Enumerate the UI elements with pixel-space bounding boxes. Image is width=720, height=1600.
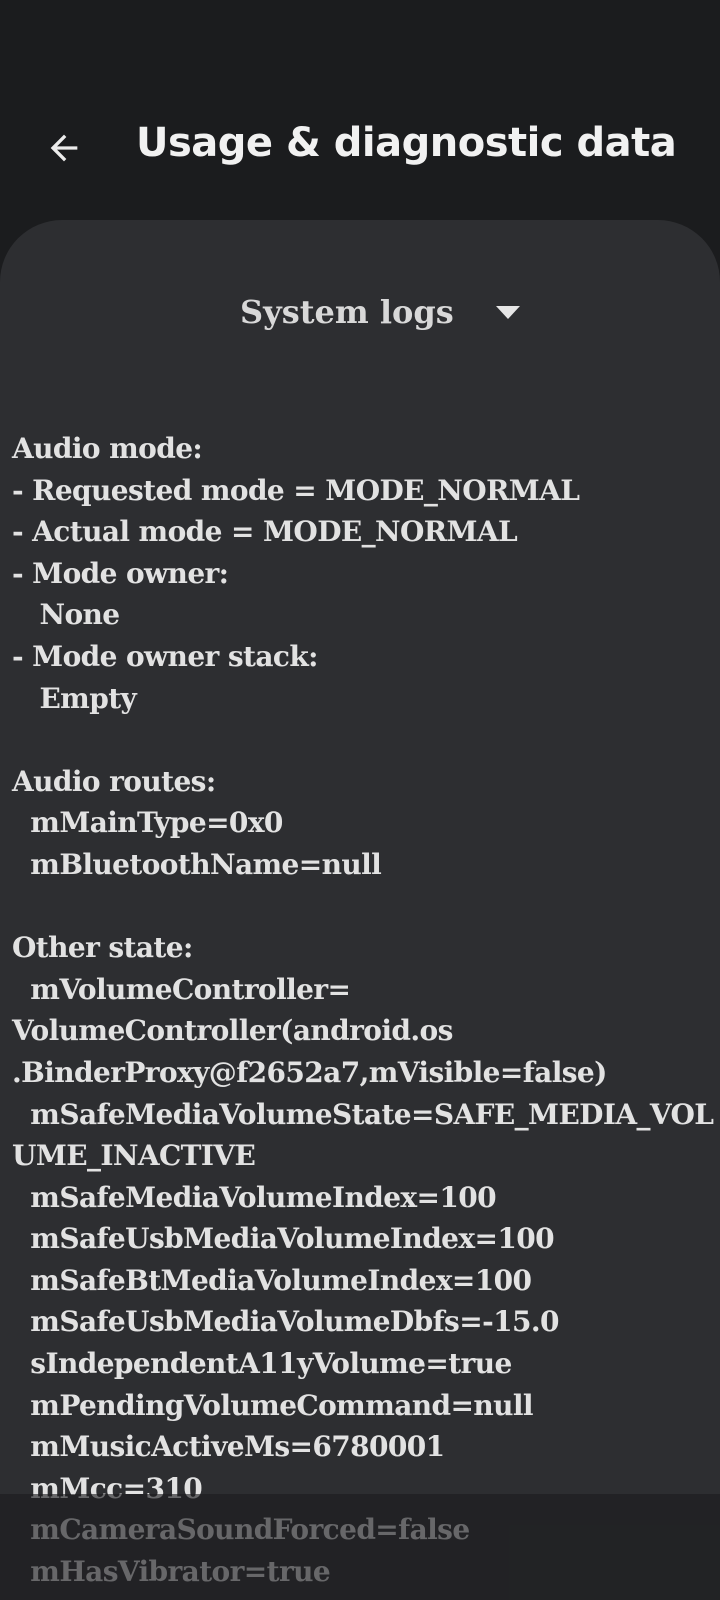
- log-line: - Mode owner:: [12, 556, 229, 590]
- log-line: UME_INACTIVE: [12, 1139, 256, 1173]
- log-line: mPendingVolumeCommand=null: [12, 1388, 533, 1422]
- app-bar: Usage & diagnostic data: [0, 0, 720, 222]
- arrow-back-icon: [50, 134, 78, 162]
- log-line: mMainType=0x0: [12, 806, 283, 840]
- log-line: mSafeMediaVolumeState=SAFE_MEDIA_VOL: [12, 1097, 714, 1131]
- log-line: Other state:: [12, 931, 193, 965]
- dropdown-arrow-icon: [495, 305, 520, 319]
- log-line: mMusicActiveMs=6780001: [12, 1430, 445, 1464]
- log-line: Empty: [12, 681, 137, 715]
- log-line: mBluetoothName=null: [12, 847, 382, 881]
- page-title: Usage & diagnostic data: [136, 120, 677, 166]
- log-type-label: System logs: [240, 293, 454, 331]
- log-line: sIndependentA11yVolume=true: [12, 1347, 512, 1381]
- log-type-dropdown[interactable]: System logs: [240, 284, 520, 340]
- log-line: mSafeMediaVolumeIndex=100: [12, 1180, 497, 1214]
- log-line: .BinderProxy@f2652a7,mVisible=false): [12, 1055, 607, 1089]
- navigation-bar-overlay: [0, 1494, 720, 1600]
- log-line: mSafeUsbMediaVolumeDbfs=-15.0: [12, 1305, 559, 1339]
- log-line: - Mode owner stack:: [12, 639, 318, 673]
- log-line: mVolumeController=: [12, 972, 351, 1006]
- log-line: Audio routes:: [12, 764, 216, 798]
- log-content-card[interactable]: System logs Audio mode: - Requested mode…: [0, 220, 720, 1600]
- log-line: VolumeController(android.os: [12, 1014, 453, 1048]
- log-line: Audio mode:: [12, 432, 203, 465]
- log-line: mSafeBtMediaVolumeIndex=100: [12, 1263, 532, 1297]
- back-button[interactable]: [32, 116, 96, 180]
- log-line: mSafeUsbMediaVolumeIndex=100: [12, 1222, 554, 1256]
- log-line: - Requested mode = MODE_NORMAL: [12, 473, 580, 507]
- system-log-text: Audio mode: - Requested mode = MODE_NORM…: [12, 428, 714, 1593]
- log-line: - Actual mode = MODE_NORMAL: [12, 515, 518, 549]
- log-line: None: [12, 598, 120, 632]
